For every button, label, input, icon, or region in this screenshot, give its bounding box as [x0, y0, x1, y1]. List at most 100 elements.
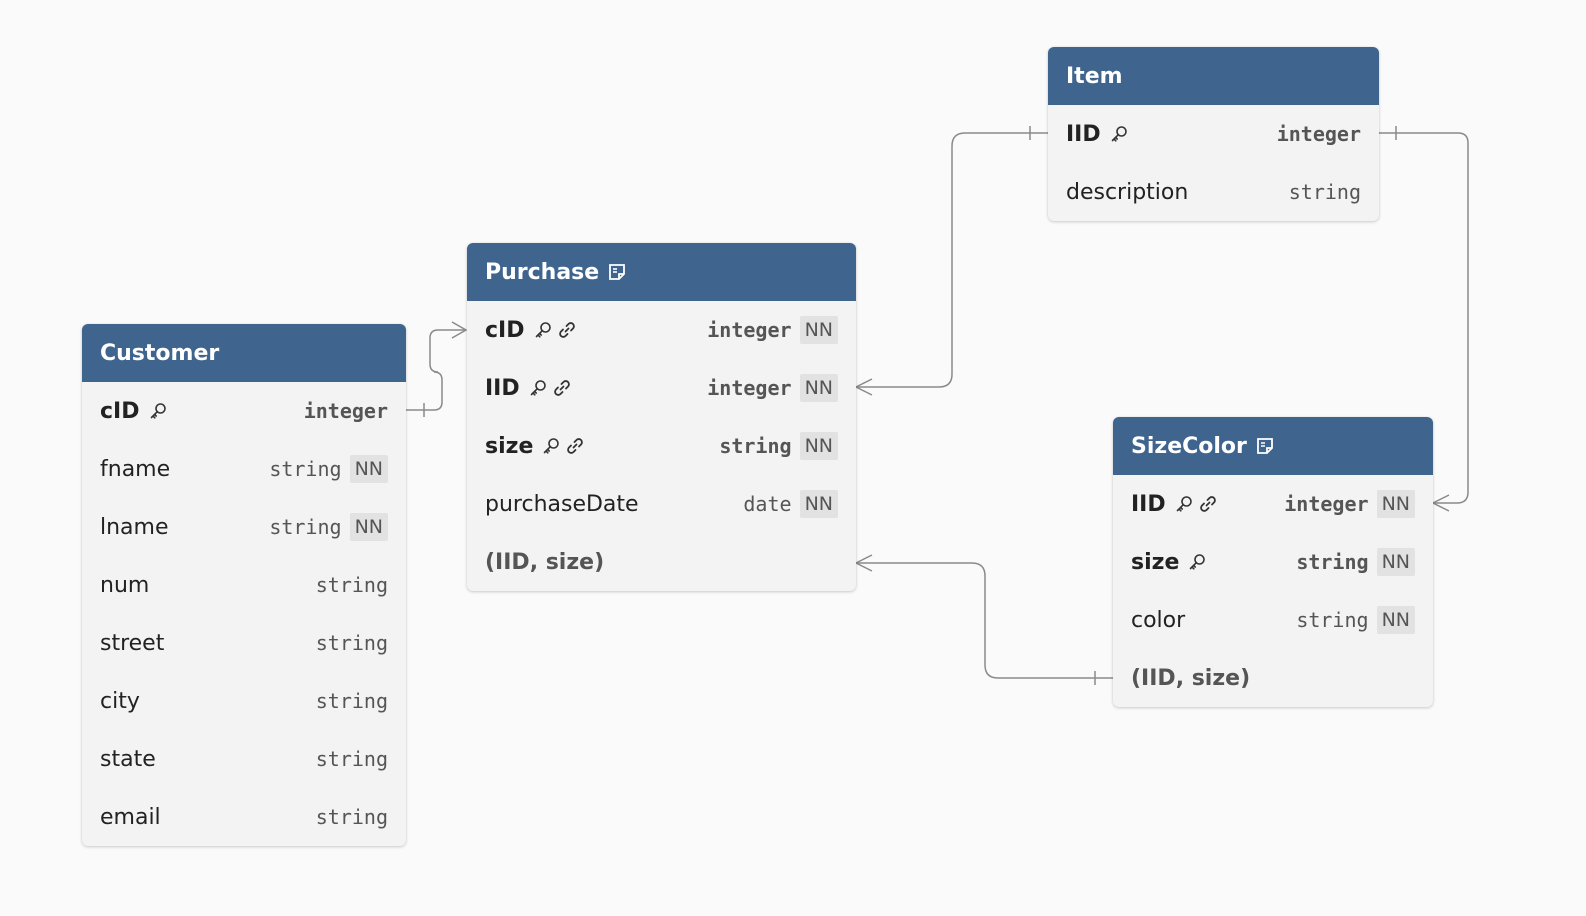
- column-name: IID: [1066, 122, 1129, 147]
- column-name-text: IID: [1131, 491, 1166, 517]
- connector-customer-purchase[interactable]: [406, 321, 468, 417]
- column-type: string: [315, 805, 388, 829]
- column-row[interactable]: fname string NN: [82, 440, 406, 498]
- column-type: string: [269, 515, 342, 539]
- column-meta: string: [316, 631, 388, 655]
- sizecolor-table-title: SizeColor: [1131, 433, 1247, 459]
- column-name: size: [1131, 550, 1207, 575]
- column-icons: [541, 436, 585, 456]
- column-meta: string: [316, 573, 388, 597]
- column-type: date: [743, 492, 792, 516]
- column-row[interactable]: city string: [82, 672, 406, 730]
- column-name: lname: [100, 515, 169, 540]
- column-name-text: purchaseDate: [485, 491, 639, 517]
- connector-sizecolor-purchase[interactable]: [854, 554, 1113, 685]
- column-row[interactable]: lname string NN: [82, 498, 406, 556]
- column-meta: string: [316, 747, 388, 771]
- column-name-text: color: [1131, 607, 1186, 633]
- column-icons: [533, 320, 577, 340]
- not-null-badge: NN: [1376, 548, 1415, 576]
- column-type: integer: [1284, 492, 1369, 516]
- column-meta: string: [1289, 180, 1361, 204]
- note-icon[interactable]: [1255, 436, 1275, 456]
- customer-table-header[interactable]: Customer: [82, 324, 406, 382]
- column-type: integer: [707, 376, 792, 400]
- column-name: city: [100, 689, 140, 714]
- key-icon: [1174, 494, 1194, 514]
- key-icon: [541, 436, 561, 456]
- column-name: IID: [485, 376, 572, 401]
- column-type: string: [719, 434, 792, 458]
- connector-item-sizecolor[interactable]: [1379, 126, 1469, 512]
- column-meta: string: [316, 689, 388, 713]
- column-name-text: IID: [485, 375, 520, 401]
- key-icon: [1187, 552, 1207, 572]
- column-meta: integer NN: [707, 316, 838, 344]
- connector-item-purchase[interactable]: [854, 126, 1048, 396]
- column-name: purchaseDate: [485, 492, 639, 517]
- index-row[interactable]: (IID, size): [1113, 649, 1433, 707]
- column-meta: string NN: [269, 513, 388, 541]
- item-table-header[interactable]: Item: [1048, 47, 1379, 105]
- column-type: string: [315, 747, 388, 771]
- column-meta: string: [316, 805, 388, 829]
- column-name: color: [1131, 608, 1185, 633]
- link-icon[interactable]: [565, 436, 585, 456]
- purchase-table-header[interactable]: Purchase: [467, 243, 856, 301]
- index-name: (IID, size): [1131, 665, 1251, 691]
- column-name: IID: [1131, 492, 1218, 517]
- column-type: string: [269, 457, 342, 481]
- column-row[interactable]: cID integer NN: [467, 301, 856, 359]
- column-meta: string NN: [269, 455, 388, 483]
- column-row[interactable]: description string: [1048, 163, 1379, 221]
- column-type: integer: [303, 399, 388, 423]
- column-type: string: [315, 631, 388, 655]
- column-name-text: cID: [485, 317, 525, 343]
- column-row[interactable]: size string NN: [467, 417, 856, 475]
- column-name: num: [100, 573, 149, 598]
- column-name: fname: [100, 457, 170, 482]
- column-type: string: [1288, 180, 1361, 204]
- column-row[interactable]: num string: [82, 556, 406, 614]
- column-name: cID: [485, 318, 577, 343]
- column-meta: string NN: [719, 432, 838, 460]
- sizecolor-table-header[interactable]: SizeColor: [1113, 417, 1433, 475]
- column-name-text: city: [100, 688, 140, 714]
- column-type: integer: [707, 318, 792, 342]
- column-name-text: num: [100, 572, 150, 598]
- not-null-badge: NN: [349, 513, 388, 541]
- column-name-text: description: [1066, 179, 1189, 205]
- column-type: string: [1296, 550, 1369, 574]
- key-icon: [1109, 124, 1129, 144]
- not-null-badge: NN: [799, 316, 838, 344]
- link-icon[interactable]: [1198, 494, 1218, 514]
- key-icon: [148, 401, 168, 421]
- link-icon[interactable]: [557, 320, 577, 340]
- column-name: size: [485, 434, 585, 459]
- link-icon[interactable]: [552, 378, 572, 398]
- note-icon[interactable]: [607, 262, 627, 282]
- index-row[interactable]: (IID, size): [467, 533, 856, 591]
- column-row[interactable]: size string NN: [1113, 533, 1433, 591]
- not-null-badge: NN: [799, 432, 838, 460]
- not-null-badge: NN: [349, 455, 388, 483]
